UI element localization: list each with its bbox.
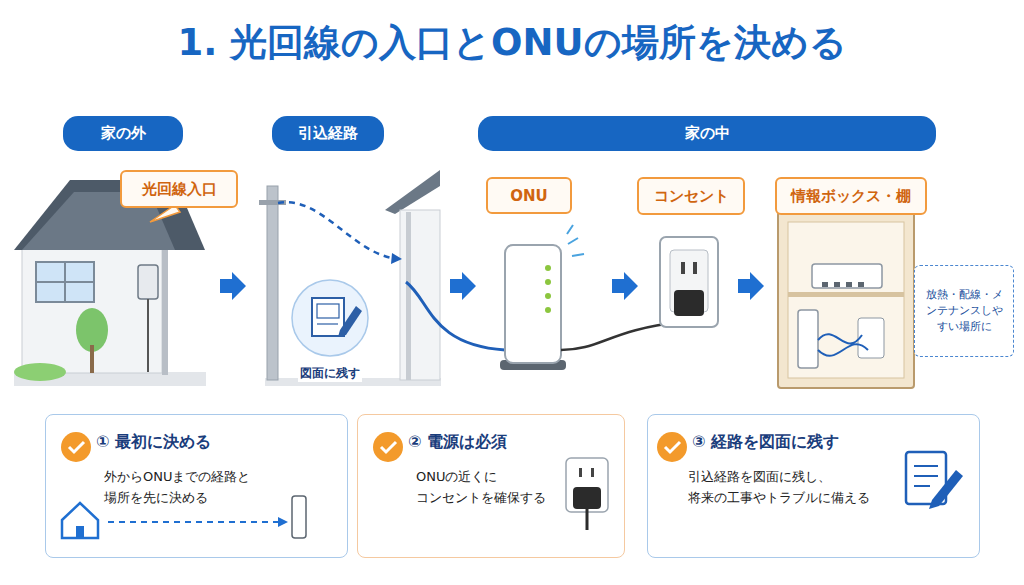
section-pill: 家の外: [63, 116, 183, 151]
diagram-title: 1. 光回線の入口とONUの場所を決める: [0, 18, 1024, 68]
section-pill: 家の中: [478, 116, 936, 151]
flow-arrows: [220, 272, 764, 300]
point-card: ③ 経路を図面に残す引込経路を図面に残し、 将来の工事やトラブルに備える: [647, 414, 980, 558]
callout-text: コンセント: [654, 187, 729, 206]
outlet-illustration: [660, 237, 718, 327]
house-illustration: [14, 180, 206, 386]
card-body: ONUの近くに コンセントを確保する: [416, 467, 566, 509]
point-card: ① 最初に決める外からONUまでの経路と 場所を先に決める: [45, 414, 348, 558]
point-card: ② 電源は必須 ONUの近くに コンセントを確保する: [357, 414, 625, 558]
section-label: 引込経路: [298, 124, 358, 143]
card-body: 引込経路を図面に残し、 将来の工事やトラブルに備える: [688, 467, 928, 509]
section-pill: 引込経路: [272, 116, 384, 151]
section-label: 家の中: [685, 124, 730, 143]
cabinet-illustration: [778, 212, 914, 388]
figure-label: 図面に残す: [298, 365, 362, 382]
section-label: 家の外: [101, 124, 146, 143]
card-heading: ② 電源は必須: [408, 432, 507, 453]
callout-box: コンセント: [637, 177, 745, 215]
note-text: 放熱・配線・メンテナンスしやすい場所に: [925, 287, 1003, 335]
route-illustration: [259, 170, 441, 386]
callout-box: ONU: [486, 177, 572, 214]
card-heading: ③ 経路を図面に残す: [692, 432, 839, 453]
callout-text: 光回線入口: [142, 180, 217, 199]
note-box: 放熱・配線・メンテナンスしやすい場所に: [914, 265, 1014, 357]
onu-illustration: [500, 225, 680, 370]
card-icons: [61, 432, 963, 538]
callout-text: ONU: [510, 187, 548, 205]
card-heading: ① 最初に決める: [96, 432, 211, 453]
callout-box: 情報ボックス・棚: [775, 177, 927, 215]
callout-box: 光回線入口: [120, 170, 238, 208]
card-body: 外からONUまでの経路と 場所を先に決める: [104, 467, 334, 509]
callout-text: 情報ボックス・棚: [791, 187, 911, 206]
